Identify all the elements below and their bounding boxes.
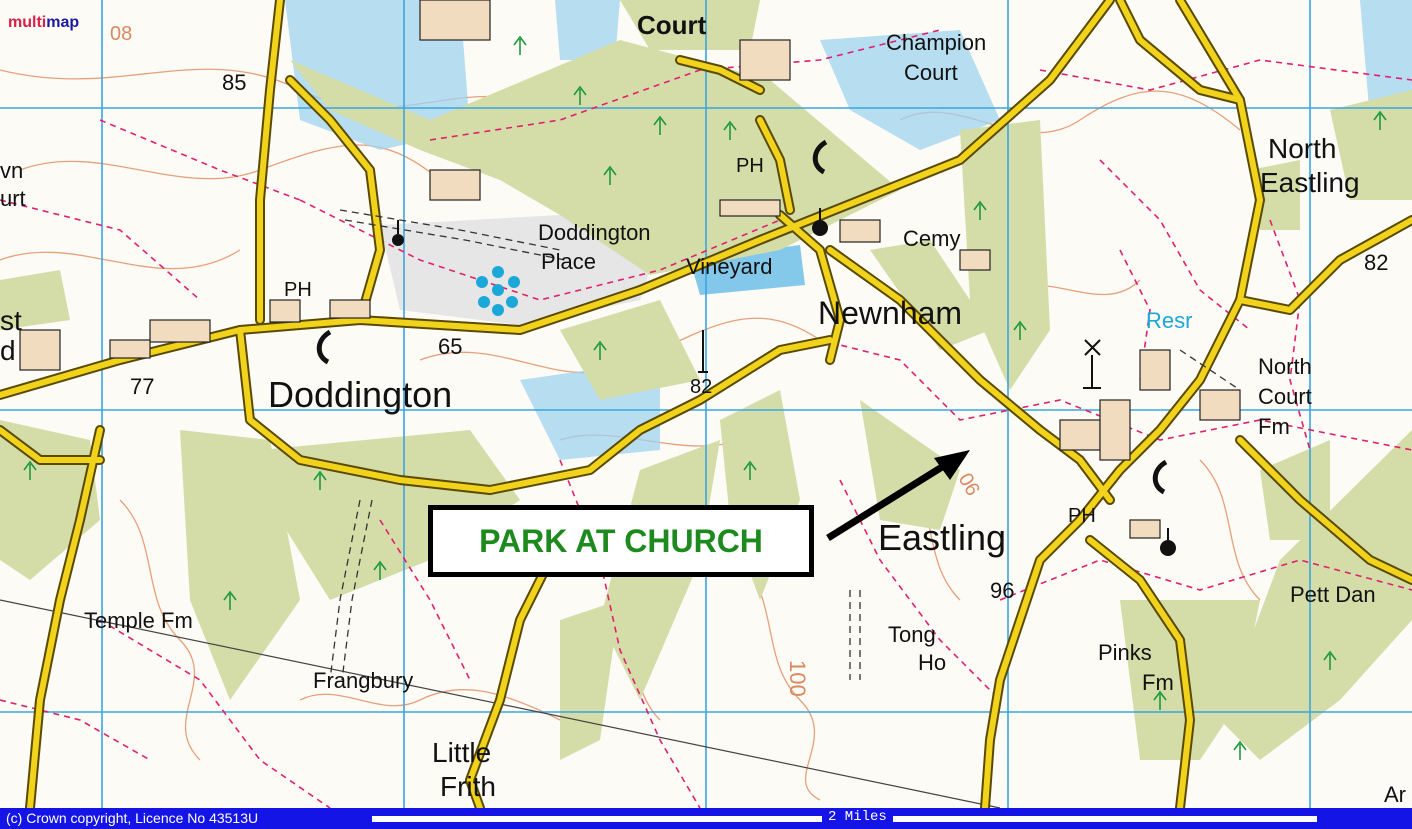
label-resr: Resr <box>1146 308 1192 333</box>
label-court: Court <box>637 10 707 40</box>
label-ph-2: PH <box>736 155 764 177</box>
label-ph-1: PH <box>284 279 312 301</box>
label-doddington: Doddington <box>268 374 452 415</box>
label-little-frith-1: Little <box>432 737 491 768</box>
label-left-edge-2: urt <box>0 186 26 211</box>
phone-icon-newnham <box>812 139 828 175</box>
place-labels: Court Champion Court North Eastling Dodd… <box>0 10 1406 807</box>
label-contour-08: 08 <box>110 23 132 45</box>
label-north-eastling-1: North <box>1268 133 1336 164</box>
label-newnham: Newnham <box>818 295 962 331</box>
parkland-doddington-place <box>380 215 660 325</box>
label-left-edge-1: vn <box>0 158 23 183</box>
label-ph-3: PH <box>1068 505 1096 527</box>
label-vineyard: Vineyard <box>686 254 772 279</box>
label-north-court-1: North <box>1258 354 1312 379</box>
scale-label: 2 Miles <box>822 809 893 825</box>
tree-symbols <box>23 35 1387 760</box>
label-height-96: 96 <box>990 578 1014 603</box>
label-left-edge-3: st <box>0 305 22 336</box>
label-champion-2: Court <box>904 60 958 85</box>
church-newnham <box>812 208 828 236</box>
label-pett-dan: Pett Dan <box>1290 582 1376 607</box>
map-footer: (c) Crown copyright, Licence No 43513U 2… <box>0 808 1412 829</box>
label-height-82-a: 82 <box>1364 250 1388 275</box>
label-height-82-b: 82 <box>690 376 712 398</box>
church-eastling <box>1160 528 1176 556</box>
buildings <box>19 0 1241 539</box>
label-north-court-3: Fm <box>1258 414 1290 439</box>
multimap-logo: multimap <box>8 14 80 31</box>
label-pinks-2: Fm <box>1142 670 1174 695</box>
phone-icon-doddington <box>316 329 332 365</box>
label-height-85: 85 <box>222 70 246 95</box>
label-champion-1: Champion <box>886 30 986 55</box>
phone-icon-eastling <box>1152 459 1168 495</box>
label-eastling: Eastling <box>878 517 1006 558</box>
arrow-to-church <box>826 450 970 541</box>
label-height-77: 77 <box>130 374 154 399</box>
church-doddington <box>392 220 404 246</box>
label-contour-100: 100 <box>785 660 810 697</box>
label-ar: Ar <box>1384 782 1406 807</box>
mast-icon <box>1083 339 1101 389</box>
windpump-icon <box>698 330 708 373</box>
label-tong-1: Tong <box>888 622 936 647</box>
label-pinks-1: Pinks <box>1098 640 1152 665</box>
label-tong-2: Ho <box>918 650 946 675</box>
label-north-court-2: Court <box>1258 384 1312 409</box>
label-north-eastling-2: Eastling <box>1260 167 1360 198</box>
copyright-text: (c) Crown copyright, Licence No 43513U <box>6 810 259 826</box>
park-at-church-callout: PARK AT CHURCH <box>428 505 814 577</box>
label-temple-fm: Temple Fm <box>84 608 193 633</box>
tracks <box>329 209 1241 681</box>
label-doddington-place-2: Place <box>541 249 596 274</box>
label-little-frith-2: Frith <box>440 771 496 802</box>
label-cemy: Cemy <box>903 226 960 251</box>
label-frangbury: Frangbury <box>313 668 413 693</box>
label-height-65: 65 <box>438 334 462 359</box>
label-left-edge-4: d <box>0 335 16 366</box>
callout-text: PARK AT CHURCH <box>479 522 763 559</box>
garden-flower-icon <box>476 266 520 316</box>
label-doddington-place-1: Doddington <box>538 220 651 245</box>
